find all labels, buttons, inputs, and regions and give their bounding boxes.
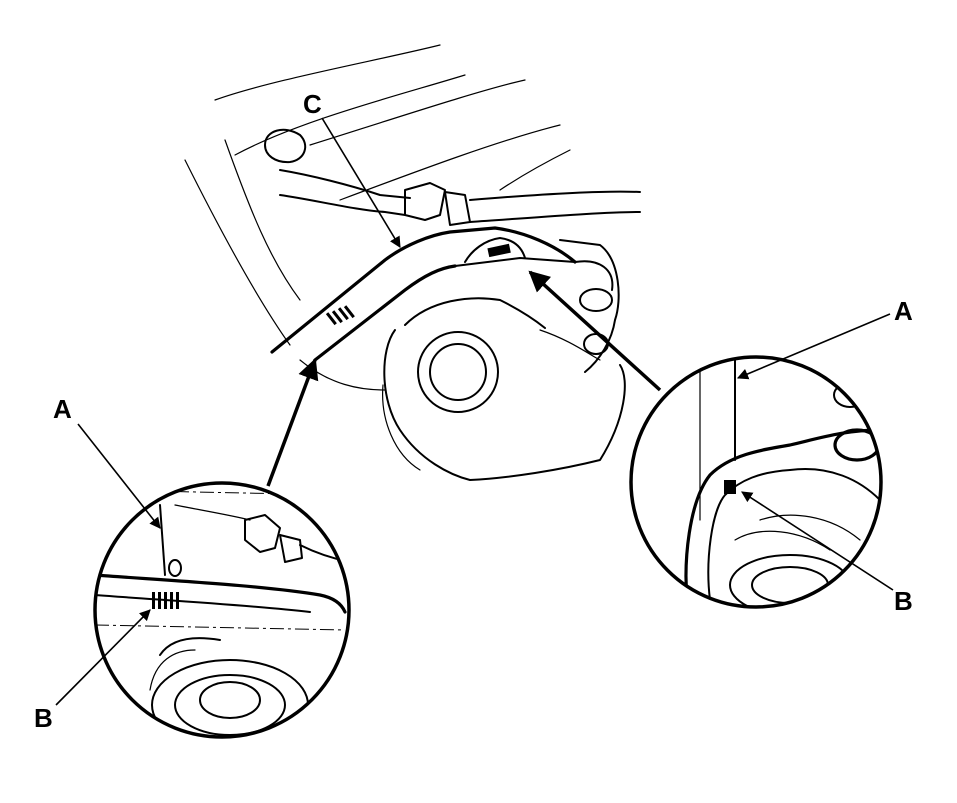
pointer-arrow-left (266, 358, 319, 487)
label-c: C (303, 89, 322, 119)
label-b-left: B (34, 703, 53, 733)
hose (469, 190, 641, 201)
body-line (184, 159, 291, 346)
detail-right (629, 355, 883, 609)
leader-a-right (736, 313, 891, 380)
mount-flange (559, 239, 620, 373)
body-line (339, 124, 561, 201)
bracket-c (464, 237, 526, 263)
pointer-arrow-right (528, 270, 662, 392)
bolt-hole (579, 288, 613, 312)
label-a-right: A (894, 296, 913, 326)
upper-mount (264, 128, 307, 164)
leader-c (321, 117, 401, 248)
reference-mark (152, 592, 179, 609)
mount-outline (382, 384, 421, 471)
mount-outline (539, 329, 601, 361)
leader-b-right (741, 491, 894, 591)
bracket-c (270, 226, 577, 354)
main-view (184, 44, 641, 481)
label-a-left: A (53, 394, 72, 424)
mount-bushing (417, 331, 499, 413)
bracket-c (313, 264, 457, 362)
mount-bushing (429, 343, 487, 401)
reference-mark (325, 243, 511, 326)
bracket-c (454, 257, 614, 291)
hose-fitting (404, 182, 446, 221)
lower-mount (404, 297, 546, 329)
body-line (234, 74, 466, 156)
hose (469, 211, 641, 223)
hose (279, 169, 411, 199)
label-b-right: B (894, 586, 913, 616)
leader-b-left (55, 609, 151, 706)
detail-left (93, 481, 351, 739)
body-line (214, 44, 441, 101)
body-line (224, 139, 301, 301)
body-line (499, 149, 571, 191)
hose (279, 194, 406, 216)
lower-mount (383, 329, 626, 481)
body-line (309, 79, 526, 146)
reference-mark (724, 480, 736, 494)
leader-a-left (77, 423, 161, 529)
hose-fitting (444, 191, 471, 226)
